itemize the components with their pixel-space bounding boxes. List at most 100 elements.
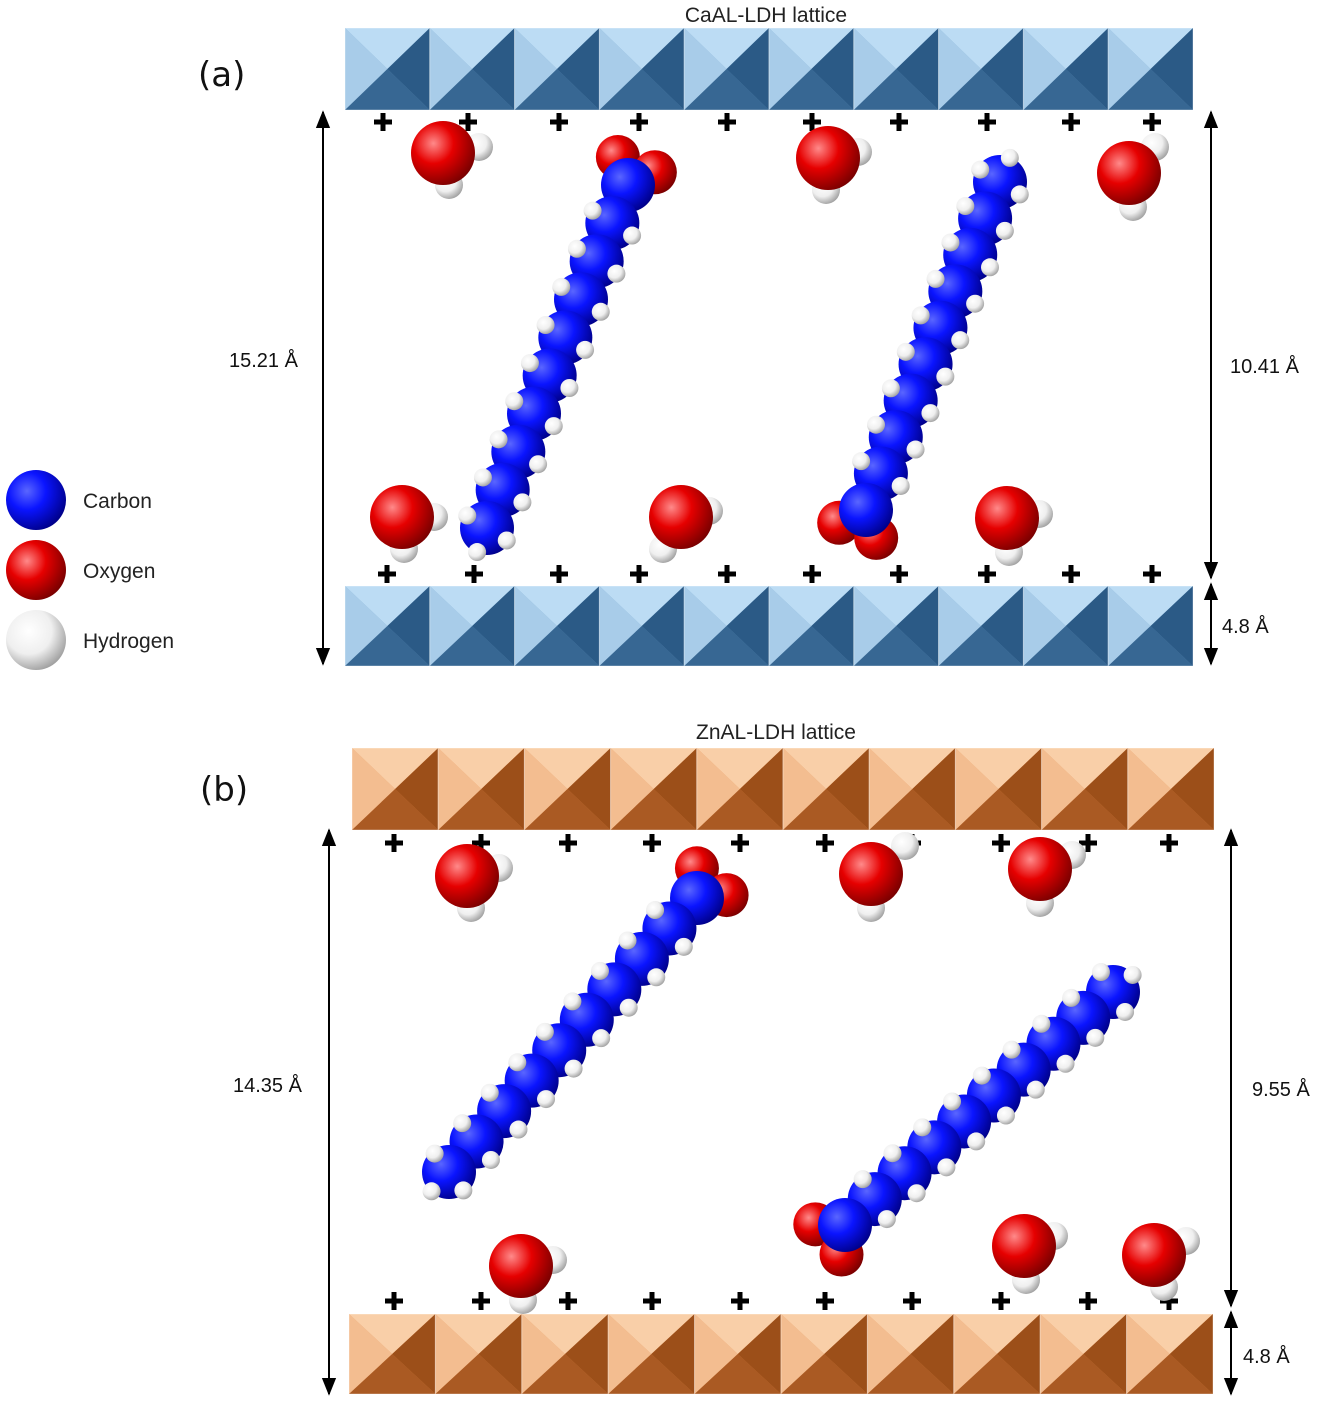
lattice-octahedron-tile: [1127, 747, 1215, 831]
lattice-octahedron-tile: [521, 1313, 609, 1395]
oxygen-atom: [1122, 1223, 1186, 1287]
hydrogen-atom: [468, 543, 487, 562]
hydrogen-atom: [1062, 988, 1081, 1007]
lattice-octahedron-tile: [694, 1313, 782, 1395]
hydrogen-atom: [576, 340, 595, 359]
water-molecule: [370, 485, 448, 563]
positive-charge-icon: [1079, 1292, 1097, 1310]
hydrogen-atom: [590, 961, 609, 980]
hydrogen-atom: [911, 306, 930, 325]
lattice-octahedron-tile: [1107, 27, 1194, 111]
panel-b-label: (b): [200, 770, 248, 810]
positive-charge-icon: [803, 565, 821, 583]
panel-a-lattice-title: CaAL-LDH lattice: [685, 4, 847, 27]
hydrogen-atom: [473, 468, 492, 487]
hydrogen-atom: [592, 1029, 611, 1048]
hydrogen-atom: [480, 1083, 499, 1102]
hydrogen-atom: [921, 404, 940, 423]
water-molecule: [411, 121, 493, 199]
hydrogen-atom: [881, 379, 900, 398]
hydrogen-atom: [560, 378, 579, 397]
hydrogen-atom: [941, 233, 960, 252]
panel-a-positive-charges: [374, 113, 1161, 583]
hydrogen-atom: [951, 331, 970, 350]
positive-charge-icon: [890, 113, 908, 131]
legend-item-hydrogen: Hydrogen: [6, 610, 174, 670]
water-molecule: [1008, 837, 1086, 917]
lattice-octahedron-tile: [429, 27, 516, 111]
positive-charge-icon: [803, 113, 821, 131]
lattice-octahedron-tile: [768, 27, 855, 111]
hydrogen-atom: [623, 226, 642, 245]
lattice-octahedron-tile: [1039, 1313, 1128, 1395]
positive-charge-icon: [890, 565, 908, 583]
hydrogen-atom: [936, 367, 955, 386]
hydrogen-atom: [454, 1181, 473, 1200]
lattice-octahedron-tile: [938, 27, 1024, 111]
hydrogen-atom: [674, 937, 693, 956]
lattice-octahedron-tile: [598, 27, 685, 111]
positive-charge-icon: [378, 565, 396, 583]
carboxylate-chain-molecule: [458, 135, 677, 562]
positive-charge-icon: [731, 1292, 749, 1310]
hydrogen-swatch-icon: [6, 610, 66, 670]
lattice-octahedron-tile: [523, 747, 612, 831]
lattice-octahedron-tile: [598, 585, 685, 667]
positive-charge-icon: [978, 565, 996, 583]
hydrogen-atom: [896, 342, 915, 361]
lattice-octahedron-tile: [866, 1313, 955, 1395]
lattice-octahedron-tile: [434, 1313, 523, 1395]
panel-a-left-dimension: 15.21 Å: [229, 349, 299, 372]
positive-charge-icon: [816, 834, 834, 852]
water-molecule: [649, 485, 723, 563]
hydrogen-atom: [926, 269, 945, 288]
lattice-octahedron-tile: [351, 747, 439, 831]
carbon-atom: [839, 483, 893, 537]
hydrogen-atom: [453, 1114, 472, 1133]
water-molecule: [975, 486, 1053, 566]
positive-charge-icon: [1062, 113, 1080, 131]
lattice-octahedron-tile: [610, 747, 698, 831]
legend: Carbon Oxygen Hydrogen: [6, 470, 174, 670]
positive-charge-icon: [385, 1292, 403, 1310]
hydrogen-atom: [1116, 1002, 1135, 1021]
oxygen-atom: [411, 121, 475, 185]
hydrogen-atom: [1056, 1054, 1075, 1073]
hydrogen-atom: [508, 1053, 527, 1072]
carboxylate-chain-molecule: [422, 846, 749, 1201]
hydrogen-atom: [1026, 1080, 1045, 1099]
panel-a-right-dimension: 10.41 Å: [1230, 355, 1300, 378]
panel-b-layer-thickness: 4.8 Å: [1243, 1345, 1290, 1368]
lattice-octahedron-tile: [514, 27, 600, 111]
hydrogen-atom: [877, 1210, 896, 1229]
positive-charge-icon: [472, 1292, 490, 1310]
hydrogen-atom: [866, 415, 885, 434]
hydrogen-atom: [972, 1066, 991, 1085]
panel-b-right-dimension: 9.55 Å: [1252, 1078, 1310, 1101]
hydrogen-atom: [891, 832, 919, 860]
hydrogen-atom: [481, 1150, 500, 1169]
hydrogen-atom: [907, 1184, 926, 1203]
hydrogen-atom: [966, 294, 985, 313]
hydrogen-atom: [591, 302, 610, 321]
positive-charge-icon: [559, 834, 577, 852]
positive-charge-icon: [1143, 565, 1161, 583]
water-molecule: [435, 844, 513, 922]
hydrogen-atom: [536, 316, 555, 335]
hydrogen-atom: [1123, 965, 1142, 984]
positive-charge-icon: [978, 113, 996, 131]
lattice-octahedron-tile: [429, 585, 516, 667]
panel-b-top-lattice-layer: [351, 747, 1215, 831]
lattice-octahedron-tile: [514, 585, 600, 667]
positive-charge-icon: [1160, 834, 1178, 852]
hydrogen-atom: [619, 998, 638, 1017]
hydrogen-atom: [1091, 963, 1110, 982]
positive-charge-icon: [630, 113, 648, 131]
oxygen-atom: [649, 485, 713, 549]
lattice-octahedron-tile: [938, 585, 1024, 667]
legend-item-carbon: Carbon: [6, 470, 152, 530]
panel-b: ZnAL-LDH lattice (b) 14.35 Å 9.55 Å 4.8 …: [200, 721, 1310, 1396]
water-molecule: [796, 126, 872, 204]
panel-b-lattice-title: ZnAL-LDH lattice: [696, 721, 856, 744]
positive-charge-icon: [465, 565, 483, 583]
